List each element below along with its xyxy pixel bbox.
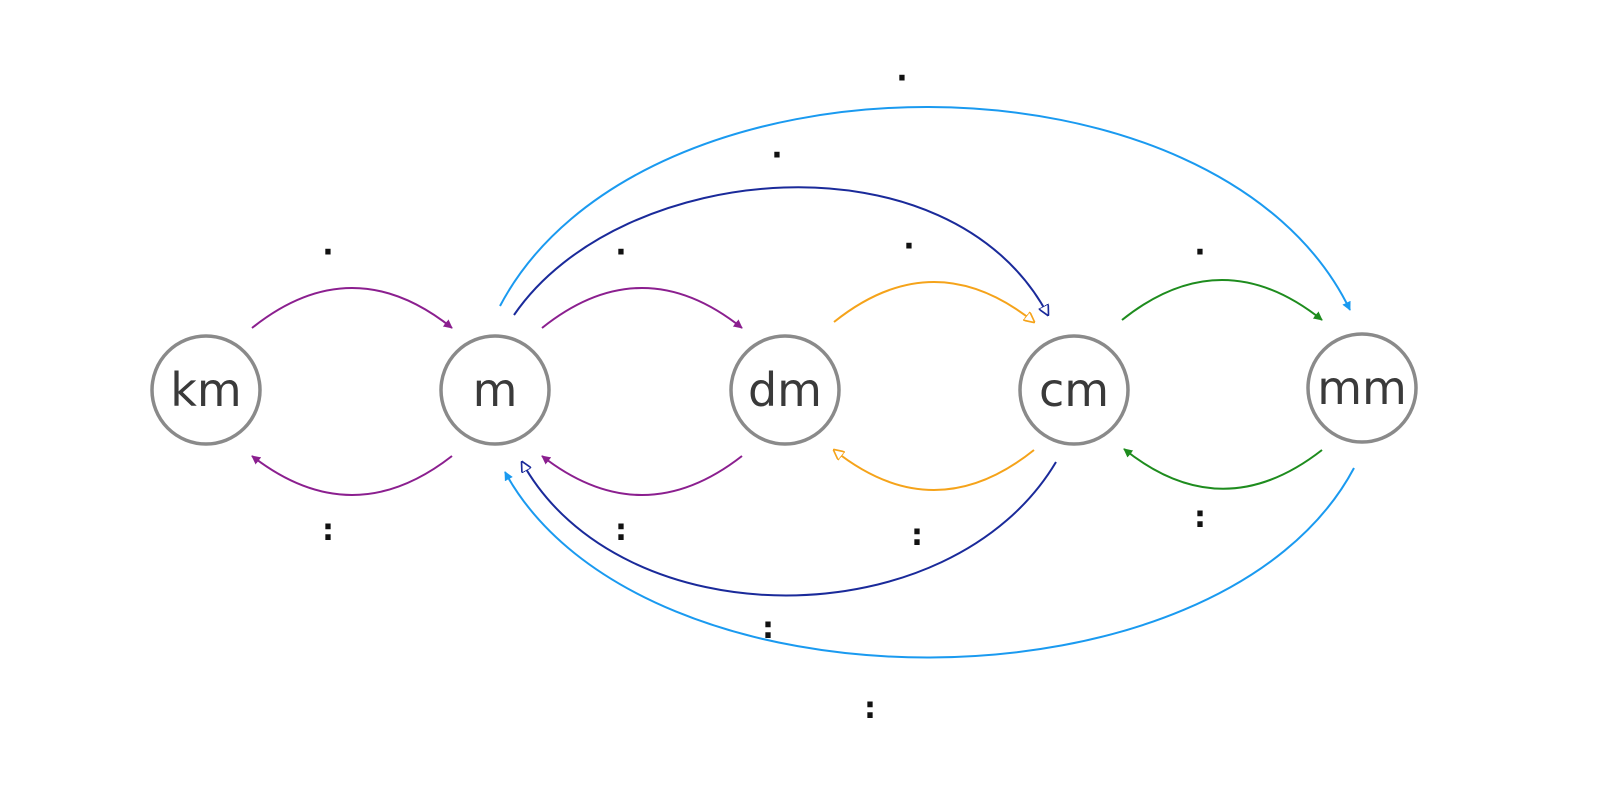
edge-label-cm-to-mm: ·: [1194, 235, 1205, 270]
edge-label-cm-to-m: :: [762, 611, 774, 646]
edge-dm-to-m: [541, 455, 743, 496]
edge-m-to-km: [251, 455, 453, 496]
node-label-m: m: [473, 363, 518, 417]
edge-label-m-to-km: :: [322, 513, 334, 548]
node-m: m: [439, 334, 551, 446]
edge-label-m-to-mm: ·: [896, 61, 907, 96]
node-km: km: [150, 334, 262, 446]
edge-label-m-to-dm: ·: [615, 235, 626, 270]
edge-km-to-m: [251, 287, 453, 329]
edge-label-m-to-cm: ·: [771, 138, 782, 173]
edge-label-mm-to-cm: :: [1194, 500, 1206, 535]
edge-mm-to-cm: [1123, 448, 1323, 490]
edge-m-to-mm: [499, 106, 1351, 311]
node-label-km: km: [170, 363, 241, 417]
edge-label-cm-to-dm: :: [911, 518, 923, 553]
node-mm: mm: [1306, 332, 1418, 444]
edge-m-to-dm: [541, 287, 743, 329]
edge-mm-to-m: [504, 467, 1355, 659]
edge-cm-to-mm: [1121, 279, 1323, 321]
edge-label-km-to-m: ·: [322, 235, 333, 270]
node-label-dm: dm: [748, 363, 822, 417]
node-cm: cm: [1018, 334, 1130, 446]
edge-label-dm-to-cm: ·: [903, 229, 914, 264]
node-dm: dm: [729, 334, 841, 446]
node-label-mm: mm: [1317, 361, 1407, 415]
edge-label-dm-to-m: :: [615, 513, 627, 548]
node-label-cm: cm: [1039, 363, 1109, 417]
edge-dm-to-cm: [833, 281, 1034, 322]
edge-label-mm-to-m: :: [864, 691, 876, 726]
edge-cm-to-dm: [834, 450, 1035, 491]
edge-m-to-cm: [513, 186, 1048, 315]
edge-cm-to-m: [522, 462, 1057, 597]
